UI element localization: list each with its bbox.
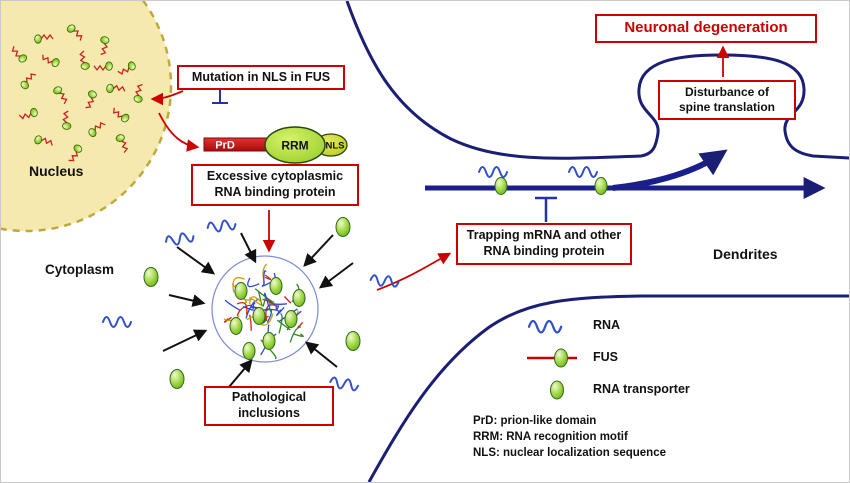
legend-transporter-label: RNA transporter (593, 382, 690, 396)
rna-cytoplasm-5 (369, 274, 400, 288)
excessive-box-line1: Excessive cytoplasmic (206, 169, 344, 184)
rna-cytoplasm-1 (164, 230, 196, 248)
neuronal-degeneration-text: Neuronal degeneration (624, 19, 788, 37)
trapping-box-line1: Trapping mRNA and other (466, 228, 622, 243)
cytoplasm-label: Cytoplasm (45, 262, 115, 277)
abbr-nls: NLS: nuclear localization sequence (473, 447, 666, 459)
pathological-box-line2: inclusions (238, 406, 300, 420)
excessive-box: Excessive cytoplasmic RNA binding protei… (191, 164, 359, 206)
legend-rna-icon (527, 319, 563, 334)
prd-label: PrD (215, 140, 235, 152)
rna-cytoplasm-3 (102, 316, 132, 328)
mutation-box: Mutation in NLS in FUS (177, 65, 345, 90)
disturbance-box-line2: spine translation (678, 100, 776, 114)
inhibition-t-dendrite (535, 196, 557, 222)
transporter-on-dendrite-2 (594, 177, 608, 195)
rna-on-dendrite-1 (478, 166, 508, 178)
abbr-prd: PrD: prion-like domain (473, 415, 597, 427)
pathological-box-line1: Pathological (231, 390, 307, 405)
abbr-rrm: RRM: RNA recognition motif (473, 431, 628, 443)
trapping-box: Trapping mRNA and other RNA binding prot… (456, 223, 632, 265)
membrane-bottom (367, 294, 849, 482)
transporter-on-dendrite-1 (494, 177, 508, 195)
neuronal-degeneration-box: Neuronal degeneration (595, 14, 817, 43)
transporter-cytoplasm-4 (335, 217, 351, 237)
trapping-box-line2: RNA binding protein (483, 244, 605, 258)
disturbance-box-line1: Disturbance of (684, 85, 769, 99)
recruitment-arrows (162, 232, 354, 388)
legend-rna-label: RNA (593, 318, 621, 332)
inhibition-t-mutation (212, 90, 228, 104)
transporter-cytoplasm-2 (169, 369, 185, 389)
nls-label: NLS (326, 141, 345, 152)
rrm-label: RRM (281, 139, 308, 153)
nucleus-label: Nucleus (29, 163, 84, 179)
dendrites-label: Dendrites (713, 246, 778, 262)
fus-protein-schematic: PrD RRM NLS (203, 126, 348, 164)
disturbance-box: Disturbance of spine translation (658, 80, 796, 120)
legend-fus-icon (527, 348, 577, 368)
transporter-cytoplasm-1 (143, 267, 159, 287)
spine-branch-arrow (612, 149, 728, 191)
arrow-aggregate-to-trapping (376, 252, 452, 291)
rna-on-dendrite-2 (568, 166, 598, 178)
arrow-mutation-to-nucleus (150, 90, 184, 106)
transporter-cytoplasm-3 (345, 331, 361, 351)
red-arrows (150, 45, 730, 291)
pathological-inclusion-aggregate (223, 263, 306, 360)
pathological-box: Pathological inclusions (204, 386, 334, 426)
rna-cytoplasm-2 (206, 218, 238, 234)
mutation-box-text: Mutation in NLS in FUS (191, 69, 331, 84)
excessive-box-line2: RNA binding protein (214, 185, 336, 199)
legend-fus-label: FUS (593, 350, 618, 364)
arrow-nucleus-to-fus (158, 112, 200, 152)
legend-transporter-icon (550, 380, 564, 400)
